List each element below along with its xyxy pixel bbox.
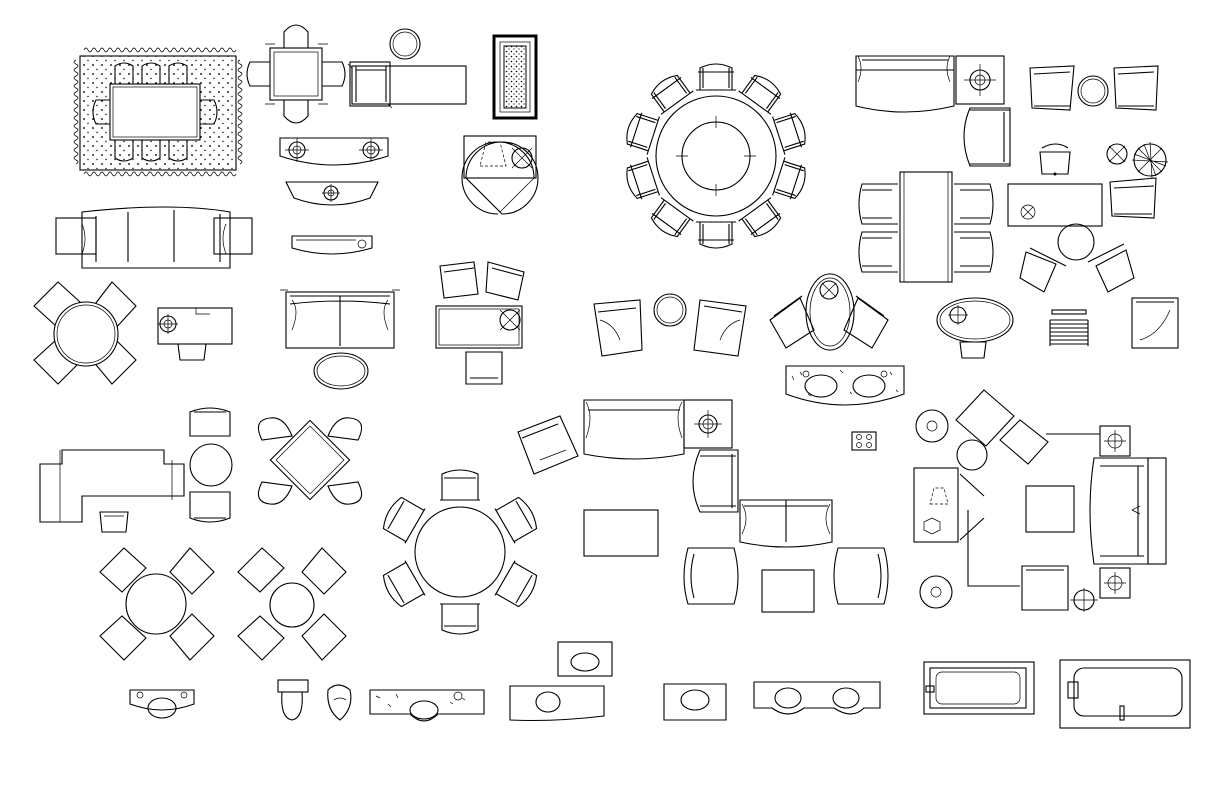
round-stool [389,28,421,60]
round-table-4-chairs-b [237,547,347,661]
stacked-chairs [1049,309,1089,346]
armchair-pair-with-round-table [1029,65,1159,111]
armchair-with-bench [347,61,467,109]
desk-with-lamp [157,307,233,361]
club-chair [1131,297,1179,349]
oval-coffee-table [313,352,369,390]
desk-with-chair-and-doors [461,135,539,215]
armchairs-with-round-table [1019,177,1157,293]
office-chair [1039,143,1071,176]
sofa-with-end-tables [55,206,253,269]
stove-top [851,431,877,451]
vanity-double-sink [785,365,905,406]
coffee-table-with-chairs [435,261,525,385]
bench [291,235,373,255]
sofa-with-side-table [583,399,739,513]
round-dining-table-10-chairs [621,63,811,249]
potted-plant [1106,141,1169,179]
round-table-4-chairs [99,547,215,661]
round-table-4-chairs-x [33,281,137,385]
vanity-long [369,689,485,722]
round-table-2-chairs [189,407,233,523]
toilet-side [327,684,352,721]
bathtub-alt [1059,659,1191,729]
vanity-two-sinks [753,681,881,715]
square-table-curved-chairs [257,417,363,505]
l-desk-with-chair [39,449,185,533]
corner-sofa-group [855,55,1011,167]
sideboard [285,181,379,206]
vanity-elevated [509,641,613,722]
bathtub [923,661,1035,715]
oval-table-two-chairs [769,273,889,351]
loveseat [280,289,400,349]
rug-runner [492,34,538,120]
vanity-small [663,683,727,721]
rectangular-table-with-chairs [858,171,994,283]
square-table-with-chairs [246,24,346,124]
toilet-top [277,679,309,721]
oval-table-with-chair [936,297,1014,359]
round-table-2-armchairs [593,293,747,357]
dining-set-on-rug [73,47,243,177]
round-table-6-chairs [378,469,542,635]
console-with-lamps [279,137,389,166]
armchair-tilted [517,415,579,475]
sink-vanity [129,689,195,719]
rectangle-table [583,509,659,557]
small-desk [1007,183,1103,227]
living-room-layout [913,389,1167,612]
sofa-small [683,499,889,613]
